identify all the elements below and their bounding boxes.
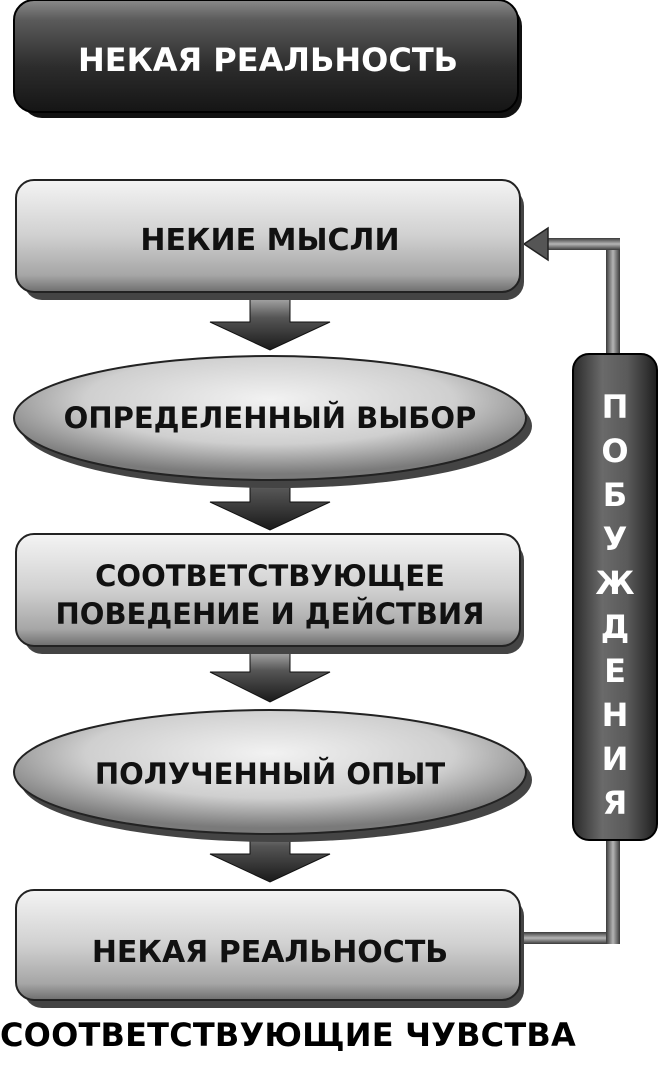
step-label: ПОЛУЧЕННЫЙ ОПЫТ <box>95 757 446 791</box>
feedback-letter: П <box>602 388 629 426</box>
feedback-letter: О <box>601 432 628 470</box>
feedback-letter: Я <box>603 784 628 822</box>
step-oval-choice: ОПРЕДЕЛЕННЫЙ ВЫБОР <box>13 355 532 488</box>
step-box-reality: НЕКАЯ РЕАЛЬНОСТЬ <box>15 889 524 1008</box>
top-box: НЕКАЯ РЕАЛЬНОСТЬ <box>13 0 522 118</box>
step-box-thoughts: НЕКИЕ МЫСЛИ <box>15 179 524 300</box>
feedback-letter: Н <box>602 696 629 734</box>
feedback-loop <box>520 226 658 944</box>
feedback-letters: П О Б У Ж Д Е Н И Я <box>595 388 634 822</box>
feedback-arrow-head <box>522 226 549 262</box>
arrow-down-3 <box>209 649 331 703</box>
feedback-letter: И <box>602 740 629 778</box>
feedback-letter: У <box>603 520 628 558</box>
step-label: ОПРЕДЕЛЕННЫЙ ВЫБОР <box>64 401 477 435</box>
step-label: ПОВЕДЕНИЕ И ДЕЙСТВИЯ <box>56 597 485 631</box>
feedback-letter: Д <box>601 608 630 646</box>
feedback-letter: Б <box>603 476 627 514</box>
diagram-caption: СООТВЕТСТВУЮЩИЕ ЧУВСТВА <box>0 1016 576 1054</box>
arrow-down-1 <box>209 295 331 351</box>
feedback-bar <box>572 353 658 841</box>
step-box-behavior: СООТВЕТСТВУЮЩЕЕ ПОВЕДЕНИЕ И ДЕЙСТВИЯ <box>15 533 524 654</box>
flow-arrows <box>209 295 331 883</box>
feedback-letter: Е <box>604 652 626 690</box>
step-label: НЕКИЕ МЫСЛИ <box>140 223 399 258</box>
top-box-label: НЕКАЯ РЕАЛЬНОСТЬ <box>78 41 458 79</box>
step-label: НЕКАЯ РЕАЛЬНОСТЬ <box>92 935 448 970</box>
feedback-letter: Ж <box>595 564 634 602</box>
flow-diagram: НЕКАЯ РЕАЛЬНОСТЬ НЕКИЕ МЫСЛИ ОПРЕДЕЛЕННЫ… <box>13 0 658 1008</box>
step-label: СООТВЕТСТВУЮЩЕЕ <box>95 559 445 593</box>
step-oval-experience: ПОЛУЧЕННЫЙ ОПЫТ <box>13 709 532 842</box>
